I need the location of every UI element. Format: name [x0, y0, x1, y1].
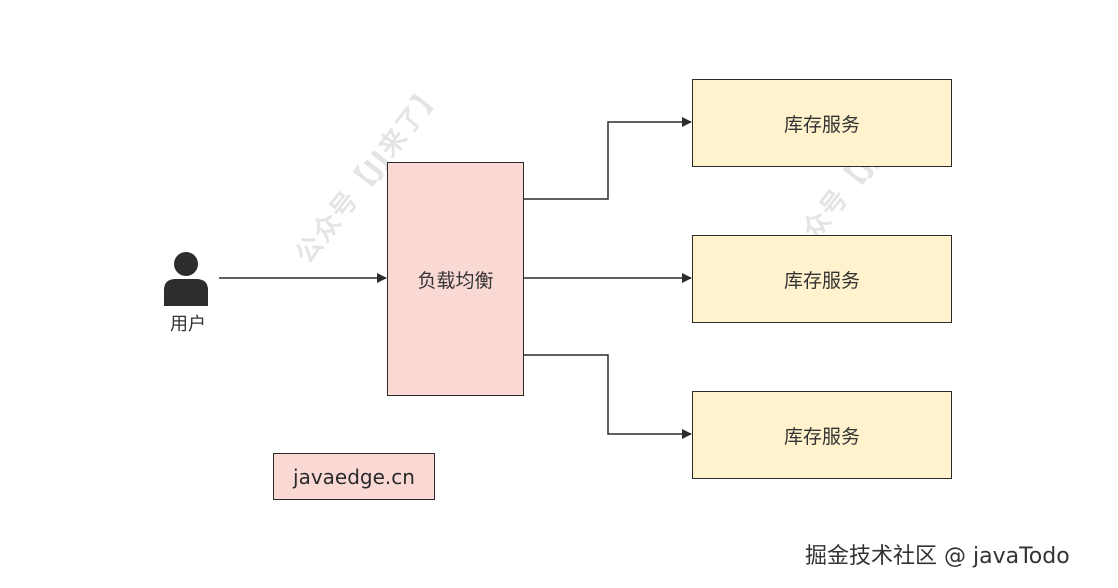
- service-label: 库存服务: [783, 425, 860, 448]
- inventory-service-box-2: 库存服务: [692, 235, 952, 323]
- arrow-lb-to-service-1: [524, 117, 692, 200]
- arrow-lb-to-service-3: [524, 354, 692, 439]
- footer-attribution: 掘金技术社区 @ javaTodo: [805, 544, 1070, 569]
- service-label: 库存服务: [783, 113, 860, 136]
- inventory-service-box-3: 库存服务: [692, 391, 952, 479]
- user-label: 用户: [170, 314, 206, 335]
- load-balancer-label: 负载均衡: [417, 269, 494, 292]
- service-label: 库存服务: [783, 269, 860, 292]
- load-balancer-box: 负载均衡: [387, 162, 524, 396]
- site-label-box: javaedge.cn: [273, 453, 435, 500]
- site-label: javaedge.cn: [293, 464, 415, 489]
- inventory-service-box-1: 库存服务: [692, 79, 952, 167]
- user-icon: [164, 252, 208, 306]
